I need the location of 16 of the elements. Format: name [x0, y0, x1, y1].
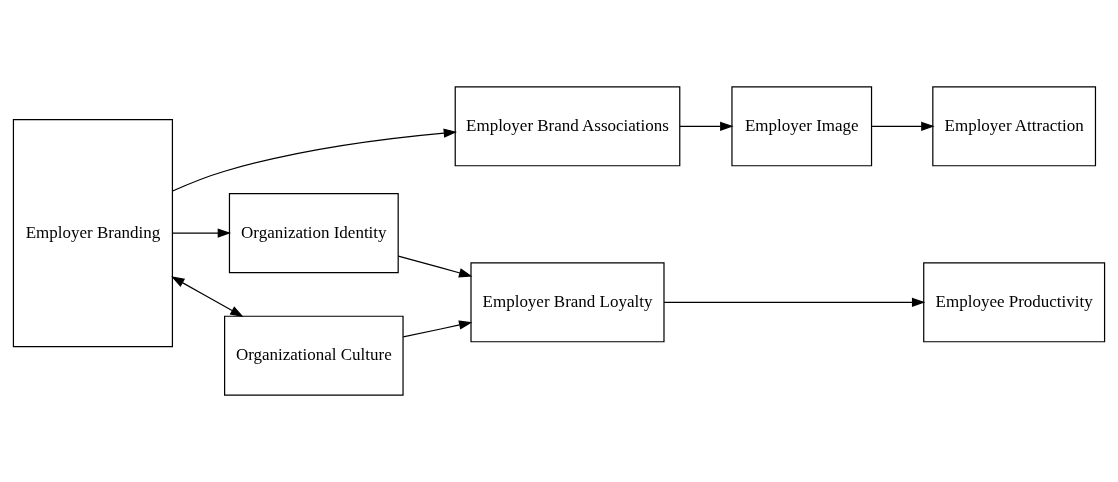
arrow [397, 255, 473, 278]
node-box: Organizational Culture [224, 315, 404, 396]
arrow [402, 320, 473, 338]
arrow [171, 276, 244, 317]
node-box: Employer Image [731, 86, 873, 167]
node-box: Employee Productivity [923, 262, 1106, 343]
node-box: Employer Brand Loyalty [470, 262, 665, 343]
node-box: Employer Attraction [932, 86, 1097, 167]
arrow [172, 128, 458, 192]
arrow [172, 228, 232, 238]
arrow [871, 121, 935, 131]
arrow [663, 297, 926, 307]
arrow [679, 121, 734, 131]
node-box: Organization Identity [228, 193, 399, 274]
node-box: Employer Branding [12, 119, 174, 348]
node-box: Employer Brand Associations [454, 86, 681, 167]
